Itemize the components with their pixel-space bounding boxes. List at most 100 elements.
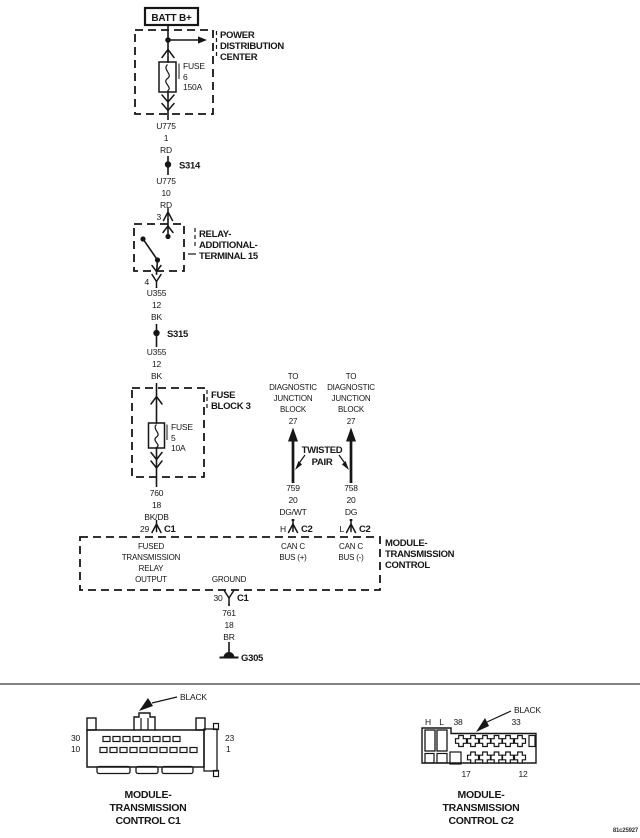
wire-circuit: U775 (156, 121, 176, 131)
battery-box (143, 6, 200, 27)
end-cavity (528, 734, 536, 748)
connector-name: C1 (164, 524, 177, 535)
connector-side-rail (203, 728, 218, 772)
diag-label-line1: TO (288, 372, 299, 381)
pdc-label-line2: DISTRIBUTION (220, 41, 284, 52)
wire-760-18-bkdb: 760 18 BK/DB 29 C1 (138, 447, 177, 535)
fuse-element-icon (165, 64, 170, 92)
connector-name: C2 (301, 524, 313, 535)
connector-pin: 30 (213, 593, 223, 603)
twisted-pair-line1: TWISTED (302, 445, 343, 456)
fuse-number: 6 (183, 72, 188, 82)
diag-label-line2: DIAGNOSTIC (269, 383, 317, 392)
diag-pin: 27 (347, 417, 356, 426)
pin-row-top (454, 734, 536, 748)
pdc-label-line1: POWER (220, 30, 255, 41)
arrow-icon (342, 461, 349, 470)
chevron-down-icon (151, 264, 162, 273)
wire-circuit: U355 (147, 347, 167, 357)
ground-label: G305 (241, 653, 264, 664)
wire-circuit: U775 (156, 176, 176, 186)
wire-gauge: 12 (152, 300, 162, 310)
wire-gauge: 12 (152, 359, 162, 369)
branch-arrow-icon (198, 36, 207, 44)
arrow-icon (139, 698, 153, 711)
wire-758-20-dg: 758 20 DG L C2 (335, 483, 371, 535)
connector-pin: 3 (156, 212, 161, 222)
pin-row-bottom (99, 746, 198, 754)
wire-circuit: 761 (222, 608, 236, 618)
module-transmission-control: MODULE- TRANSMISSION CONTROL FUSED TRANS… (79, 536, 455, 591)
arrow-up-icon (346, 427, 356, 442)
relay-additional-terminal-15: 3 RELAY- ADDITIONAL- TERMINAL 15 4 (133, 207, 259, 289)
label-bg (141, 347, 172, 383)
fuse-rating: 150A (183, 82, 203, 92)
fuse-name: FUSE (183, 61, 205, 71)
pointer-line (486, 710, 512, 723)
wire-circuit: 759 (286, 483, 300, 493)
label-bg (141, 288, 172, 324)
connector-body (421, 727, 537, 764)
pin-number: 1 (226, 744, 231, 754)
inline-connector-icon (151, 273, 162, 289)
diag-label-line2: DIAGNOSTIC (327, 383, 375, 392)
module-label-line1: MODULE- (385, 538, 427, 549)
fuse-number: 5 (171, 433, 176, 443)
pin-number: 17 (461, 769, 471, 779)
pin-function: TRANSMISSION (122, 553, 181, 562)
rail-nub (212, 769, 220, 778)
ground-icon (223, 652, 235, 658)
connector-color-label: BLACK (180, 692, 207, 702)
splice-dot (153, 329, 160, 337)
connector-caption-line1: MODULE- (458, 789, 506, 801)
pin-number: 10 (71, 744, 81, 754)
chevron-up-icon (150, 395, 163, 405)
battery-feed: BATT B+ (143, 6, 200, 63)
power-distribution-center: FUSE 6 150A POWER DISTRIBUTION CENTER (134, 29, 285, 115)
pin-number: 12 (518, 769, 528, 779)
relay-box (133, 223, 185, 272)
connector-caption-line3: CONTROL C1 (115, 815, 181, 827)
wire-gauge: 20 (288, 495, 298, 505)
arrow-icon (476, 718, 489, 732)
diag-label-line4: BLOCK (338, 405, 365, 414)
pin-l-cavity (436, 729, 448, 752)
wire-color: BK (151, 312, 162, 322)
wire-u355-12-bk-a: U355 12 BK S315 (141, 287, 189, 340)
inline-connector-icon (345, 519, 357, 534)
connector-post (86, 717, 97, 731)
pin-letter: H (425, 717, 431, 727)
pdc-label-line3: CENTER (220, 52, 258, 63)
connector-c1-view: BLACK 30 10 23 1 MODULE- TRANSMISSION CO… (71, 692, 235, 827)
relay-label-line1: RELAY- (199, 229, 231, 240)
rail-nub (212, 722, 220, 731)
fuse-block-box (131, 387, 205, 478)
connector-foot (135, 765, 159, 775)
diag-label-line1: TO (346, 372, 357, 381)
relay-contact-dot (165, 233, 171, 240)
wire-color: DG/WT (279, 507, 306, 517)
relay-switch-arm (141, 237, 159, 262)
wire-circuit: 758 (344, 483, 358, 493)
wire-color: BK/DB (144, 512, 169, 522)
fuse-6-symbol (158, 61, 177, 93)
wire-color: DG (345, 507, 357, 517)
diag-label-line3: JUNCTION (274, 394, 313, 403)
fuse-5-symbol (147, 422, 166, 449)
pin-function: GROUND (212, 575, 247, 584)
pin-function: BUS (-) (338, 553, 364, 562)
wire-gauge: 10 (161, 188, 171, 198)
relay-label-line3: TERMINAL 15 (199, 251, 259, 262)
connector-name: C2 (359, 524, 371, 535)
splice-dot (164, 161, 172, 168)
fuse-block-label-line2: BLOCK 3 (211, 401, 251, 412)
connector-color-label: BLACK (514, 705, 541, 715)
pin-number: 30 (71, 733, 81, 743)
connector-lock-tab-detail (140, 718, 149, 730)
pin-row-top (102, 735, 181, 743)
wire-u775-10-rd: U775 10 RD (151, 167, 181, 211)
label-bg (300, 444, 344, 468)
pin-function: CAN C (339, 542, 363, 551)
diag-pin: 27 (289, 417, 298, 426)
